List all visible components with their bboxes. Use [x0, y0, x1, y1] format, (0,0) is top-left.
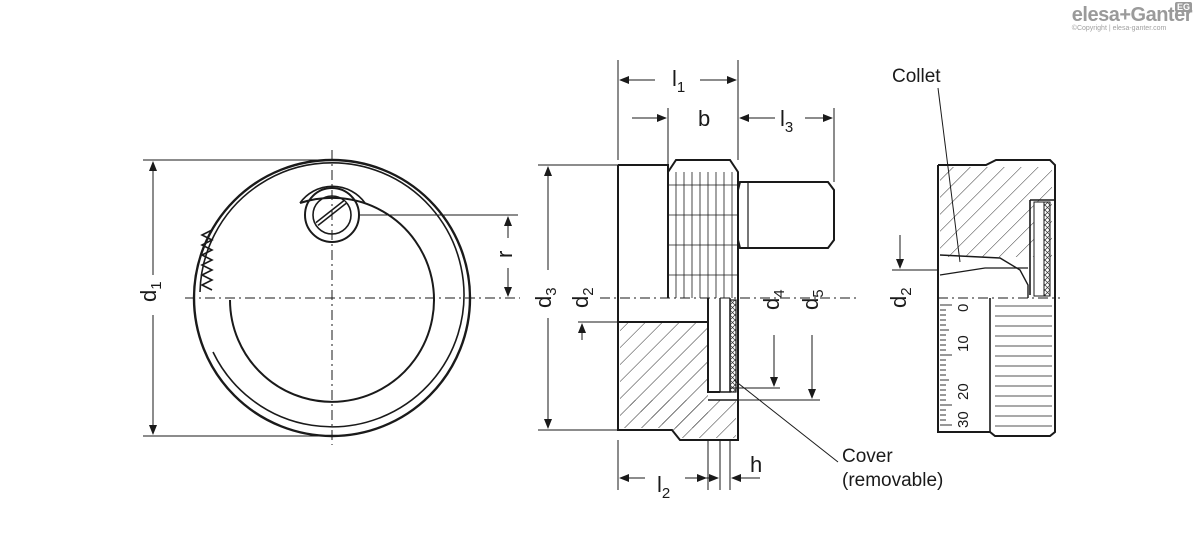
brand-logo: elesa+Ganter EG ©Copyright | elesa-gante… — [1071, 2, 1193, 32]
brand-plus: + — [1119, 4, 1131, 26]
label-d1: d1 — [136, 281, 165, 302]
scale-numbers: 0 10 20 30 — [955, 304, 972, 428]
center-disc — [229, 196, 435, 403]
label-collet: Collet — [892, 66, 941, 87]
label-cover-removable: (removable) — [842, 470, 943, 491]
label-d4: d4 — [759, 289, 788, 310]
knurl-edge — [200, 229, 214, 291]
label-b: b — [698, 106, 710, 131]
section-view — [538, 60, 860, 490]
detail-view — [892, 87, 1060, 437]
inner-rim — [199, 162, 465, 428]
label-d2-detail: d2 — [886, 287, 915, 308]
scale-number-20: 20 — [955, 383, 972, 400]
brand-copyright: ©Copyright | elesa-ganter.com — [1071, 25, 1167, 32]
label-d3: d3 — [531, 287, 560, 308]
scale-ticks — [940, 304, 952, 426]
scale-number-30: 30 — [955, 411, 972, 428]
label-h: h — [750, 452, 762, 477]
scale-number-0: 0 — [955, 304, 972, 312]
brand-name-elesa: elesa — [1071, 4, 1120, 26]
label-cover: Cover — [842, 446, 893, 467]
scale-number-10: 10 — [955, 335, 972, 352]
lock-screw — [304, 187, 360, 243]
label-l3: l3 — [780, 106, 793, 136]
label-d5: d5 — [798, 289, 827, 310]
label-l2: l2 — [657, 472, 670, 502]
label-l1: l1 — [672, 66, 685, 96]
front-view — [143, 150, 520, 445]
label-r: r — [492, 251, 517, 258]
brand-badge: EG — [1174, 2, 1192, 12]
label-d2: d2 — [568, 287, 597, 308]
